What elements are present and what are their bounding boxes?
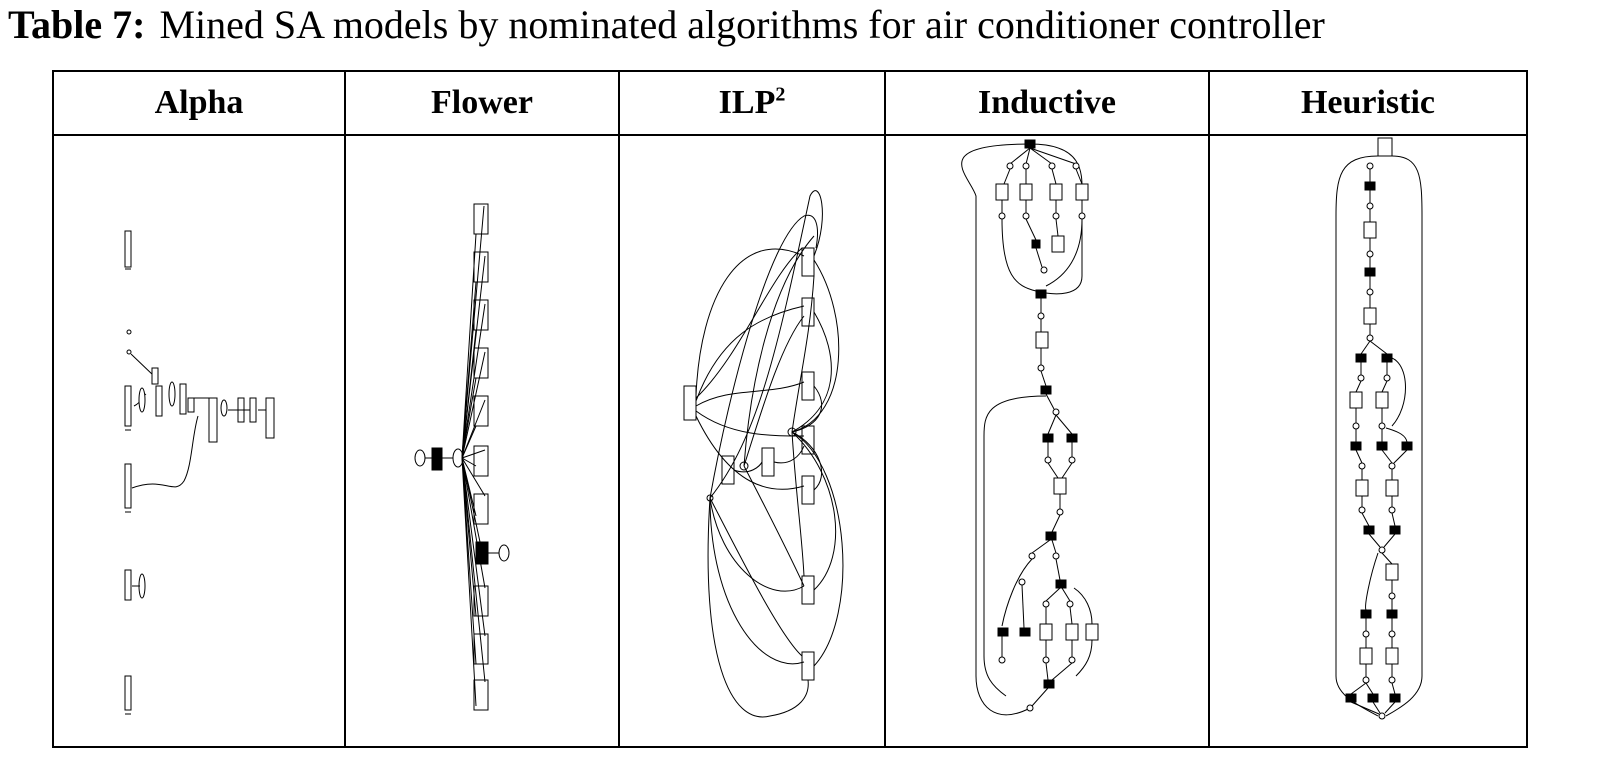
inductive-model-graph [961, 139, 1099, 716]
inductive-model-cell [884, 134, 1210, 748]
header-inductive: Inductive [884, 70, 1210, 136]
header-heuristic: Heuristic [1208, 70, 1528, 136]
heuristic-model-graph [1335, 137, 1423, 720]
alpha-model-graph [124, 230, 275, 715]
header-row: Alpha Flower ILP2 Inductive Heuristic [52, 70, 1528, 136]
alpha-model-cell [52, 134, 346, 748]
mined-models-table: Alpha Flower ILP2 Inductive Heuristic [52, 70, 1528, 748]
caption-text: Mined SA models by nominated algorithms … [159, 2, 1325, 47]
header-ilp-superscript: 2 [775, 83, 786, 106]
heuristic-model-cell [1208, 134, 1528, 748]
header-ilp: ILP2 [618, 70, 886, 136]
table-caption: Table 7: Mined SA models by nominated alg… [8, 2, 1604, 48]
header-flower: Flower [344, 70, 620, 136]
flower-model-graph [414, 203, 510, 711]
flower-model-cell [344, 134, 620, 748]
ilp-model-cell [618, 134, 886, 748]
header-ilp-label: ILP [718, 84, 776, 121]
caption-label: Table 7: [8, 2, 146, 47]
model-row [52, 134, 1528, 748]
ilp-model-graph [683, 190, 844, 718]
header-alpha: Alpha [52, 70, 346, 136]
